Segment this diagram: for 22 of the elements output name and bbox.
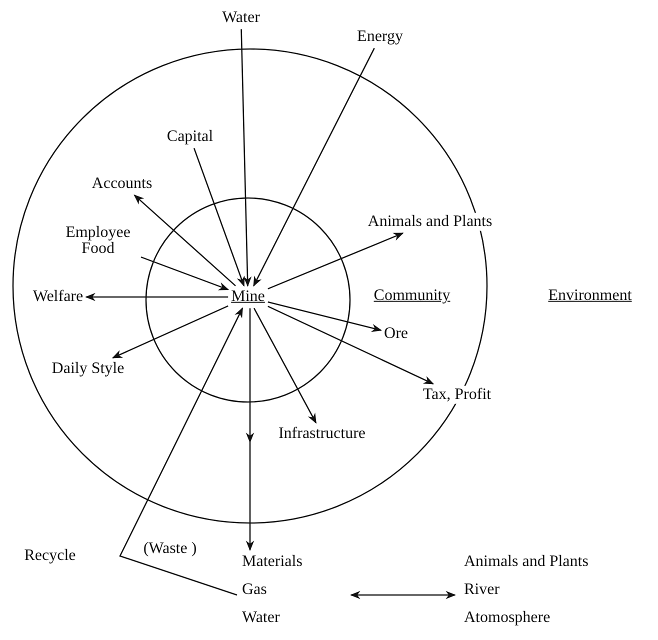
arrow bbox=[112, 305, 228, 358]
list-item: Atomosphere bbox=[463, 609, 552, 628]
text-label: Energy bbox=[356, 28, 404, 46]
arrow bbox=[268, 306, 434, 384]
arrow bbox=[268, 232, 404, 290]
arrow bbox=[240, 29, 252, 287]
arrow bbox=[134, 194, 236, 286]
arrow bbox=[119, 307, 244, 596]
arrow bbox=[253, 308, 317, 424]
arrow bbox=[350, 590, 456, 600]
arrow bbox=[253, 48, 375, 287]
text-label: Tax, Profit bbox=[422, 386, 492, 404]
area-title: Community bbox=[372, 286, 452, 306]
text-label: Daily Style bbox=[50, 360, 126, 378]
arrow bbox=[193, 148, 245, 287]
text-label: Capital bbox=[166, 128, 214, 146]
text-label: (Waste ) bbox=[142, 540, 198, 558]
arrow bbox=[85, 292, 228, 302]
text-label: Animals and Plants bbox=[366, 212, 494, 232]
text-label: Recycle bbox=[23, 546, 77, 566]
arrow bbox=[268, 301, 382, 332]
arrow bbox=[246, 308, 254, 551]
